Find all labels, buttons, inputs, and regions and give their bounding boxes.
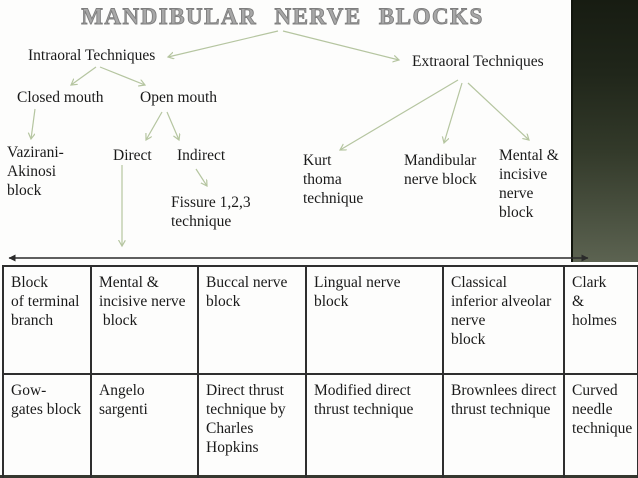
node-extraoral-techniques: Extraoral Techniques [412, 53, 544, 70]
arrow-extraoral-to-kurt-thoma [340, 79, 459, 150]
techniques-table: Block of terminal branch Mental & incisi… [2, 265, 638, 478]
node-mental-incisive-nerve-block: Mental & incisive nerve block [499, 147, 559, 221]
table-cell: Gow- gates block [4, 375, 92, 478]
table-cell: Clark & holmes [565, 267, 638, 375]
right-dark-sidebar [571, 0, 638, 262]
table-cell: Buccal nerve block [199, 267, 307, 375]
node-fissure-technique: Fissure 1,2,3 technique [171, 194, 251, 230]
node-closed-mouth: Closed mouth [17, 89, 104, 106]
table-cell: Classical inferior alveolar nerve block [444, 267, 565, 375]
arrow-open-mouth-to-direct [146, 111, 163, 140]
node-intraoral-techniques: Intraoral Techniques [28, 47, 156, 64]
node-mandibular-nerve-block: Mandibular nerve block [404, 152, 477, 188]
table-cell: Mental & incisive nerve block [92, 267, 199, 375]
table-cell: Angelo sargenti [92, 375, 199, 478]
page-title: MANDIBULAR NERVE BLOCKS [81, 4, 484, 30]
table-cell: Block of terminal branch [4, 267, 92, 375]
arrow-extraoral-to-mental-incisive [467, 82, 529, 140]
arrow-closed-mouth-to-vazirani [31, 108, 36, 139]
node-indirect: Indirect [177, 147, 226, 164]
node-kurt-thoma-technique: Kurt thoma technique [303, 152, 364, 207]
table-cell: Direct thrust technique by Charles Hopki… [199, 375, 307, 478]
arrow-open-mouth-to-indirect [166, 111, 179, 140]
node-vazirani-akinosi-block: Vazirani- Akinosi block [7, 144, 64, 199]
arrow-extraoral-to-mandibular [444, 82, 463, 143]
arrow-intraoral-to-closed-mouth [71, 66, 97, 85]
table-cell: Brownlees direct thrust technique [444, 375, 565, 478]
arrow-title-to-intraoral [168, 30, 279, 57]
arrow-title-to-extraoral [282, 30, 399, 60]
table-cell: Curved needle technique [565, 375, 638, 478]
arrow-intraoral-to-open-mouth [99, 66, 145, 85]
node-open-mouth: Open mouth [140, 89, 218, 106]
arrow-indirect-to-fissure [195, 168, 207, 186]
bottom-dark-strip [0, 475, 638, 478]
node-direct: Direct [113, 147, 152, 164]
table-cell: Modified direct thrust technique [307, 375, 444, 478]
table-cell: Lingual nerve block [307, 267, 444, 375]
